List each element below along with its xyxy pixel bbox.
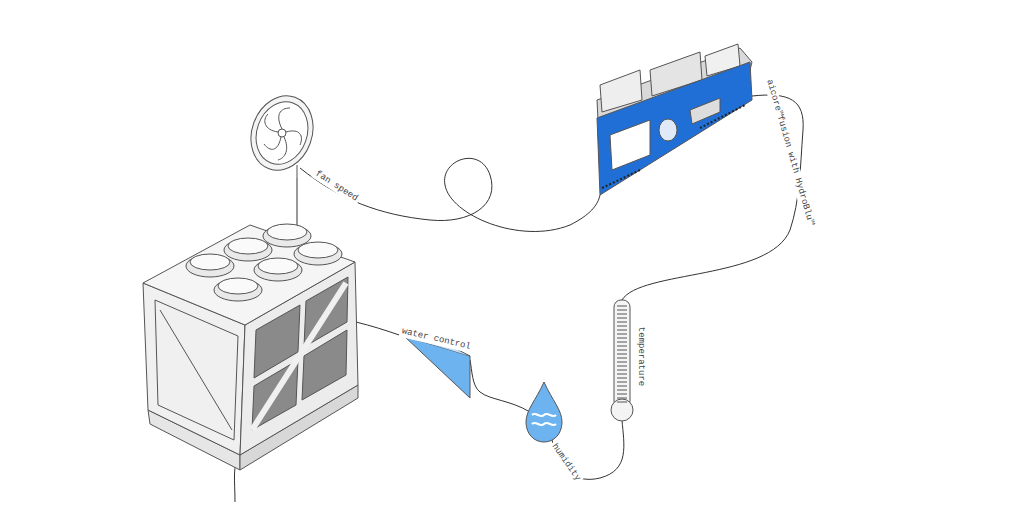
humidity-drop-icon (526, 382, 562, 442)
wire-label: fan speed (311, 167, 361, 205)
wire-label: humidity (548, 440, 584, 485)
fan-icon (241, 87, 323, 179)
controller-board (597, 44, 752, 195)
wire-label: temperature (635, 324, 646, 387)
temperature-sensor-icon (611, 300, 633, 421)
signal-wire (234, 95, 803, 502)
dry-cooler (143, 224, 358, 470)
